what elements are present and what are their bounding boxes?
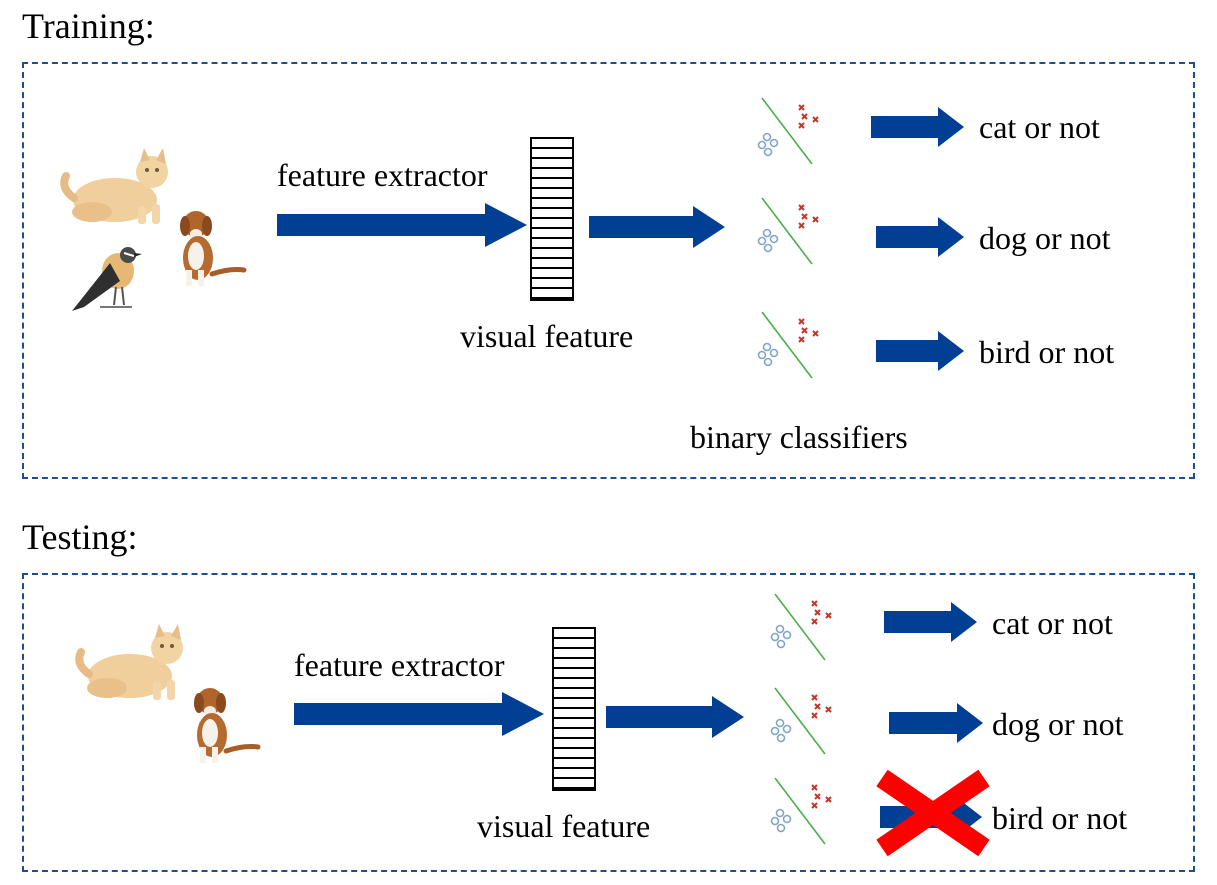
training-classifier-dog	[757, 197, 819, 265]
testing-classifier-bird	[770, 777, 832, 845]
test-dog-image	[194, 688, 261, 763]
training-output-cat: cat or not	[979, 109, 1100, 145]
testing-output-cat: cat or not	[992, 605, 1113, 641]
training-feature-to-classifier-arrow	[589, 206, 725, 248]
training-output-arrow-dog	[876, 217, 964, 257]
binary-classifiers-label: binary classifiers	[690, 419, 908, 455]
testing-feature-to-classifier-arrow	[606, 696, 744, 738]
removed-class-x-icon	[876, 769, 990, 857]
training-visual-feature-label: visual feature	[460, 318, 634, 354]
training-output-dog: dog or not	[979, 220, 1111, 256]
testing-output-bird: bird or not	[992, 800, 1128, 836]
testing-classifier-cat	[770, 593, 832, 661]
testing-feature-extractor-label: feature extractor	[294, 647, 505, 683]
training-output-bird: bird or not	[979, 334, 1115, 370]
training-extractor-arrow	[277, 203, 527, 247]
training-feature-extractor-label: feature extractor	[277, 157, 488, 193]
testing-visual-feature-label: visual feature	[477, 808, 651, 844]
training-visual-feature-vector	[530, 137, 574, 301]
training-panel	[22, 62, 1195, 479]
test-cat-image	[75, 624, 183, 700]
testing-output-arrow-cat	[884, 602, 977, 642]
training-title: Training:	[22, 6, 155, 46]
testing-classifier-dog	[770, 687, 832, 755]
training-output-arrow-cat	[871, 107, 964, 147]
testing-extractor-arrow	[294, 692, 544, 736]
training-output-arrow-bird	[876, 331, 964, 371]
testing-title: Testing:	[22, 517, 138, 557]
testing-output-dog: dog or not	[992, 706, 1124, 742]
testing-panel	[22, 573, 1195, 872]
training-classifier-cat	[757, 97, 819, 165]
testing-output-arrow-dog	[889, 703, 983, 743]
dog-image	[180, 211, 247, 286]
testing-visual-feature-vector	[552, 627, 596, 791]
cat-image	[60, 148, 168, 224]
bird-image	[72, 247, 142, 311]
training-classifier-bird	[757, 311, 819, 379]
